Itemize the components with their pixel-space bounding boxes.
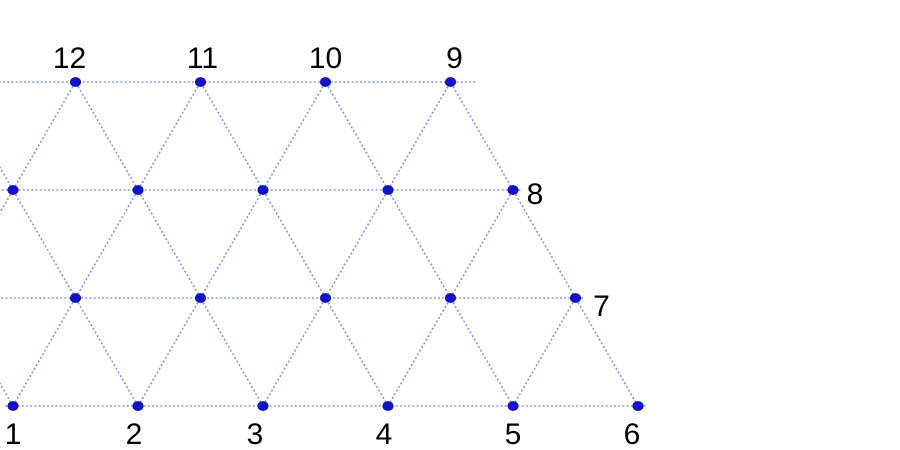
node-label-10: 10 xyxy=(309,42,342,75)
node-label-4: 4 xyxy=(376,418,393,450)
lattice-node xyxy=(444,293,456,303)
lattice-node xyxy=(507,401,519,411)
diagonal-edge xyxy=(74,297,139,407)
lattice-node xyxy=(319,293,331,303)
diagonal-edge xyxy=(262,189,327,299)
node-label-5: 5 xyxy=(505,418,522,450)
lattice-node xyxy=(132,185,144,195)
lattice-node xyxy=(444,77,456,87)
diagonal-edge xyxy=(0,189,14,215)
lattice-node xyxy=(382,185,394,195)
diagonal-edge xyxy=(387,81,452,191)
diagonal-edge xyxy=(74,81,139,191)
diagonal-edge xyxy=(512,189,577,299)
lattice-node xyxy=(7,401,19,411)
diagonal-edge xyxy=(512,297,577,407)
lattice-node xyxy=(257,185,269,195)
diagonal-edge xyxy=(387,189,452,299)
diagonal-edge xyxy=(324,297,389,407)
diagonal-edge xyxy=(12,297,77,407)
diagonal-edge xyxy=(12,189,77,299)
lattice-node xyxy=(569,293,581,303)
lattice-node xyxy=(507,185,519,195)
diagonal-edge xyxy=(324,81,389,191)
node-label-3: 3 xyxy=(247,418,264,450)
lattice-node xyxy=(70,293,82,303)
node-labels: 12345678910111213141516 xyxy=(5,42,641,450)
node-label-12: 12 xyxy=(53,42,86,75)
diagonal-edge xyxy=(74,189,139,299)
lattice-node xyxy=(382,401,394,411)
diagonal-edge xyxy=(137,81,202,191)
diagonal-edge xyxy=(0,381,14,407)
node-label-11: 11 xyxy=(187,42,218,75)
diagonal-edge xyxy=(262,297,327,407)
diagonal-edge xyxy=(262,81,327,191)
diagonal-edge xyxy=(199,81,264,191)
diagonal-edge xyxy=(387,297,452,407)
lattice-node xyxy=(70,77,82,87)
diagonal-edge xyxy=(324,189,389,299)
lattice-node xyxy=(195,293,207,303)
diagonal-edge xyxy=(199,297,264,407)
lattice-node xyxy=(632,401,644,411)
lattice-node xyxy=(132,401,144,411)
node-label-6: 6 xyxy=(624,418,641,450)
lattice-node xyxy=(195,77,207,87)
lattice-node xyxy=(257,401,269,411)
node-label-1: 1 xyxy=(5,418,22,450)
diagonal-edge xyxy=(137,189,202,299)
diagonal-edge xyxy=(137,297,202,407)
diagonal-edge xyxy=(199,189,264,299)
lattice-nodes xyxy=(7,77,644,411)
lattice-edges xyxy=(0,81,646,407)
diagonal-edge xyxy=(12,81,77,191)
diagonal-edge xyxy=(449,297,514,407)
node-label-8: 8 xyxy=(527,178,544,211)
diagonal-edge xyxy=(0,165,14,191)
node-label-2: 2 xyxy=(126,418,143,450)
diagonal-edge xyxy=(449,189,514,299)
node-label-9: 9 xyxy=(446,42,463,75)
lattice-node xyxy=(319,77,331,87)
diagonal-edge xyxy=(449,81,514,191)
lattice-node xyxy=(7,185,19,195)
node-label-7: 7 xyxy=(593,290,610,323)
